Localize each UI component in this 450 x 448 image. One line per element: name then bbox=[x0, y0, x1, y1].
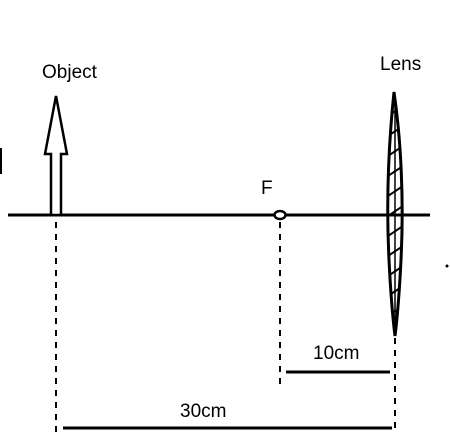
object-arrow bbox=[43, 95, 69, 217]
focal-point-marker bbox=[273, 209, 287, 221]
lens-label: Lens bbox=[380, 54, 421, 75]
focal-point-label: F bbox=[261, 178, 273, 199]
object-distance-label: 30cm bbox=[180, 401, 226, 422]
stray-dot-right bbox=[445, 264, 449, 268]
stray-mark-left bbox=[0, 148, 2, 174]
lens-outline bbox=[386, 91, 404, 337]
object-label: Object bbox=[42, 62, 98, 83]
focal-distance-label: 10cm bbox=[313, 343, 359, 364]
